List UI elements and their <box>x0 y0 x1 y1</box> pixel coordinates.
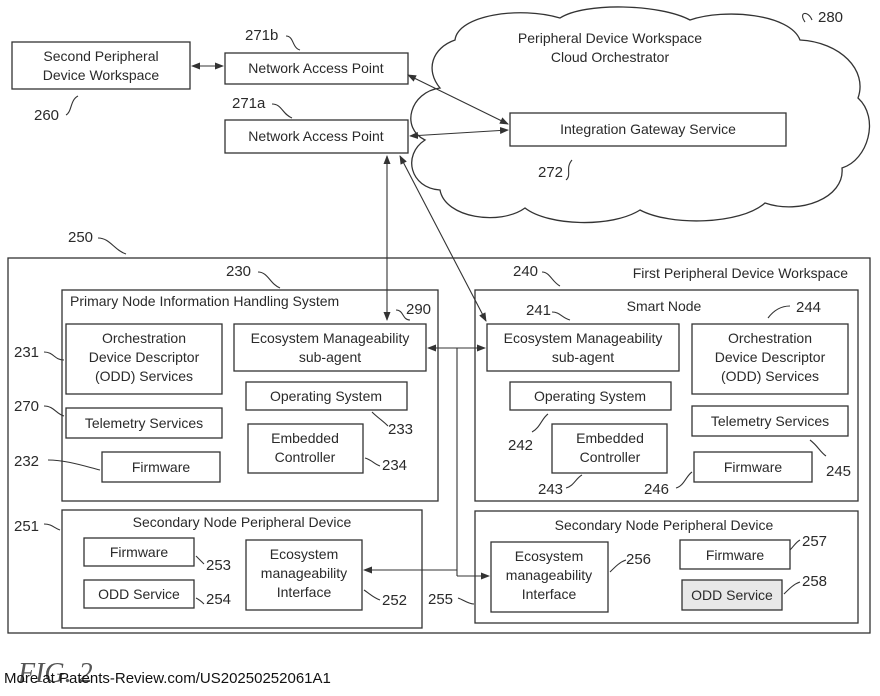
emi-right-line-3: Interface <box>522 586 577 602</box>
os-right-label: Operating System <box>534 388 646 404</box>
ref-leader-280 <box>803 13 812 22</box>
ref-254: 254 <box>206 591 231 608</box>
nap-b-label: Network Access Point <box>248 60 383 76</box>
odd-right-line-1: Orchestration <box>728 330 812 346</box>
ref-230: 230 <box>226 263 251 280</box>
ref-280: 280 <box>818 9 843 26</box>
ref-233: 233 <box>388 421 413 438</box>
odd-left-line-3: (ODD) Services <box>95 368 193 384</box>
ref-271b: 271b <box>245 27 278 44</box>
ems-right-line-2: sub-agent <box>552 349 614 365</box>
sec-fw-right-label: Firmware <box>706 547 765 563</box>
ref-234: 234 <box>382 457 407 474</box>
ref-241: 241 <box>526 302 551 319</box>
second-workspace-line-2: Device Workspace <box>43 67 160 83</box>
ref-246: 246 <box>644 481 669 498</box>
network-access-point-a: Network Access Point 271a <box>225 95 408 153</box>
ec-left-line-2: Controller <box>275 449 336 465</box>
odd-left-line-2: Device Descriptor <box>89 349 200 365</box>
telemetry-left-label: Telemetry Services <box>85 415 203 431</box>
ref-252: 252 <box>382 592 407 609</box>
first-workspace-label: First Peripheral Device Workspace <box>633 265 848 281</box>
odd-right-line-2: Device Descriptor <box>715 349 826 365</box>
odd-right-line-3: (ODD) Services <box>721 368 819 384</box>
emi-left-line-1: Ecosystem <box>270 546 338 562</box>
ref-244: 244 <box>796 299 821 316</box>
emi-right-line-1: Ecosystem <box>515 548 583 564</box>
ref-257: 257 <box>802 533 827 550</box>
sec-right-label: Secondary Node Peripheral Device <box>555 517 774 533</box>
ec-right-line-1: Embedded <box>576 430 644 446</box>
ref-leader-250 <box>98 238 126 254</box>
ref-253: 253 <box>206 557 231 574</box>
ref-271a: 271a <box>232 95 266 112</box>
ref-243: 243 <box>538 481 563 498</box>
ref-leader-271b <box>286 36 300 50</box>
cloud-line-2: Cloud Orchestrator <box>551 49 670 65</box>
ref-255: 255 <box>428 591 453 608</box>
sec-fw-left-label: Firmware <box>110 544 169 560</box>
ref-256: 256 <box>626 551 651 568</box>
fw-right-label: Firmware <box>724 459 783 475</box>
primary-node-label: Primary Node Information Handling System <box>70 293 339 309</box>
ems-left-line-1: Ecosystem Manageability <box>251 330 410 346</box>
network-access-point-b: Network Access Point 271b <box>225 27 408 84</box>
smart-node-label: Smart Node <box>627 298 702 314</box>
sec-odd-left-label: ODD Service <box>98 586 180 602</box>
second-workspace-line-1: Second Peripheral <box>43 48 158 64</box>
nap-a-label: Network Access Point <box>248 128 383 144</box>
source-footer: More at Patents-Review.com/US20250252061… <box>4 670 331 687</box>
ref-251: 251 <box>14 518 39 535</box>
odd-left-line-1: Orchestration <box>102 330 186 346</box>
second-peripheral-workspace: Second Peripheral Device Workspace 260 <box>12 42 190 124</box>
ec-right-line-2: Controller <box>580 449 641 465</box>
ems-right-line-1: Ecosystem Manageability <box>504 330 663 346</box>
emi-left-line-3: Interface <box>277 584 332 600</box>
ref-leader-260 <box>66 96 78 115</box>
gateway-label: Integration Gateway Service <box>560 121 736 137</box>
cloud-line-1: Peripheral Device Workspace <box>518 30 702 46</box>
ref-245: 245 <box>826 463 851 480</box>
ref-272: 272 <box>538 164 563 181</box>
ems-left-line-2: sub-agent <box>299 349 361 365</box>
ref-258: 258 <box>802 573 827 590</box>
os-left-label: Operating System <box>270 388 382 404</box>
ref-leader-271a <box>272 104 292 118</box>
ref-290: 290 <box>406 301 431 318</box>
ref-250: 250 <box>68 229 93 246</box>
ec-left-line-1: Embedded <box>271 430 339 446</box>
emi-right-line-2: manageability <box>506 567 592 583</box>
sec-odd-right-label: ODD Service <box>691 587 773 603</box>
emi-left-line-2: manageability <box>261 565 347 581</box>
ref-270: 270 <box>14 398 39 415</box>
fw-left-label: Firmware <box>132 459 191 475</box>
ref-240: 240 <box>513 263 538 280</box>
sec-left-label: Secondary Node Peripheral Device <box>133 514 352 530</box>
ref-232: 232 <box>14 453 39 470</box>
ref-231: 231 <box>14 344 39 361</box>
ref-242: 242 <box>508 437 533 454</box>
ref-260: 260 <box>34 107 59 124</box>
telemetry-right-label: Telemetry Services <box>711 413 829 429</box>
